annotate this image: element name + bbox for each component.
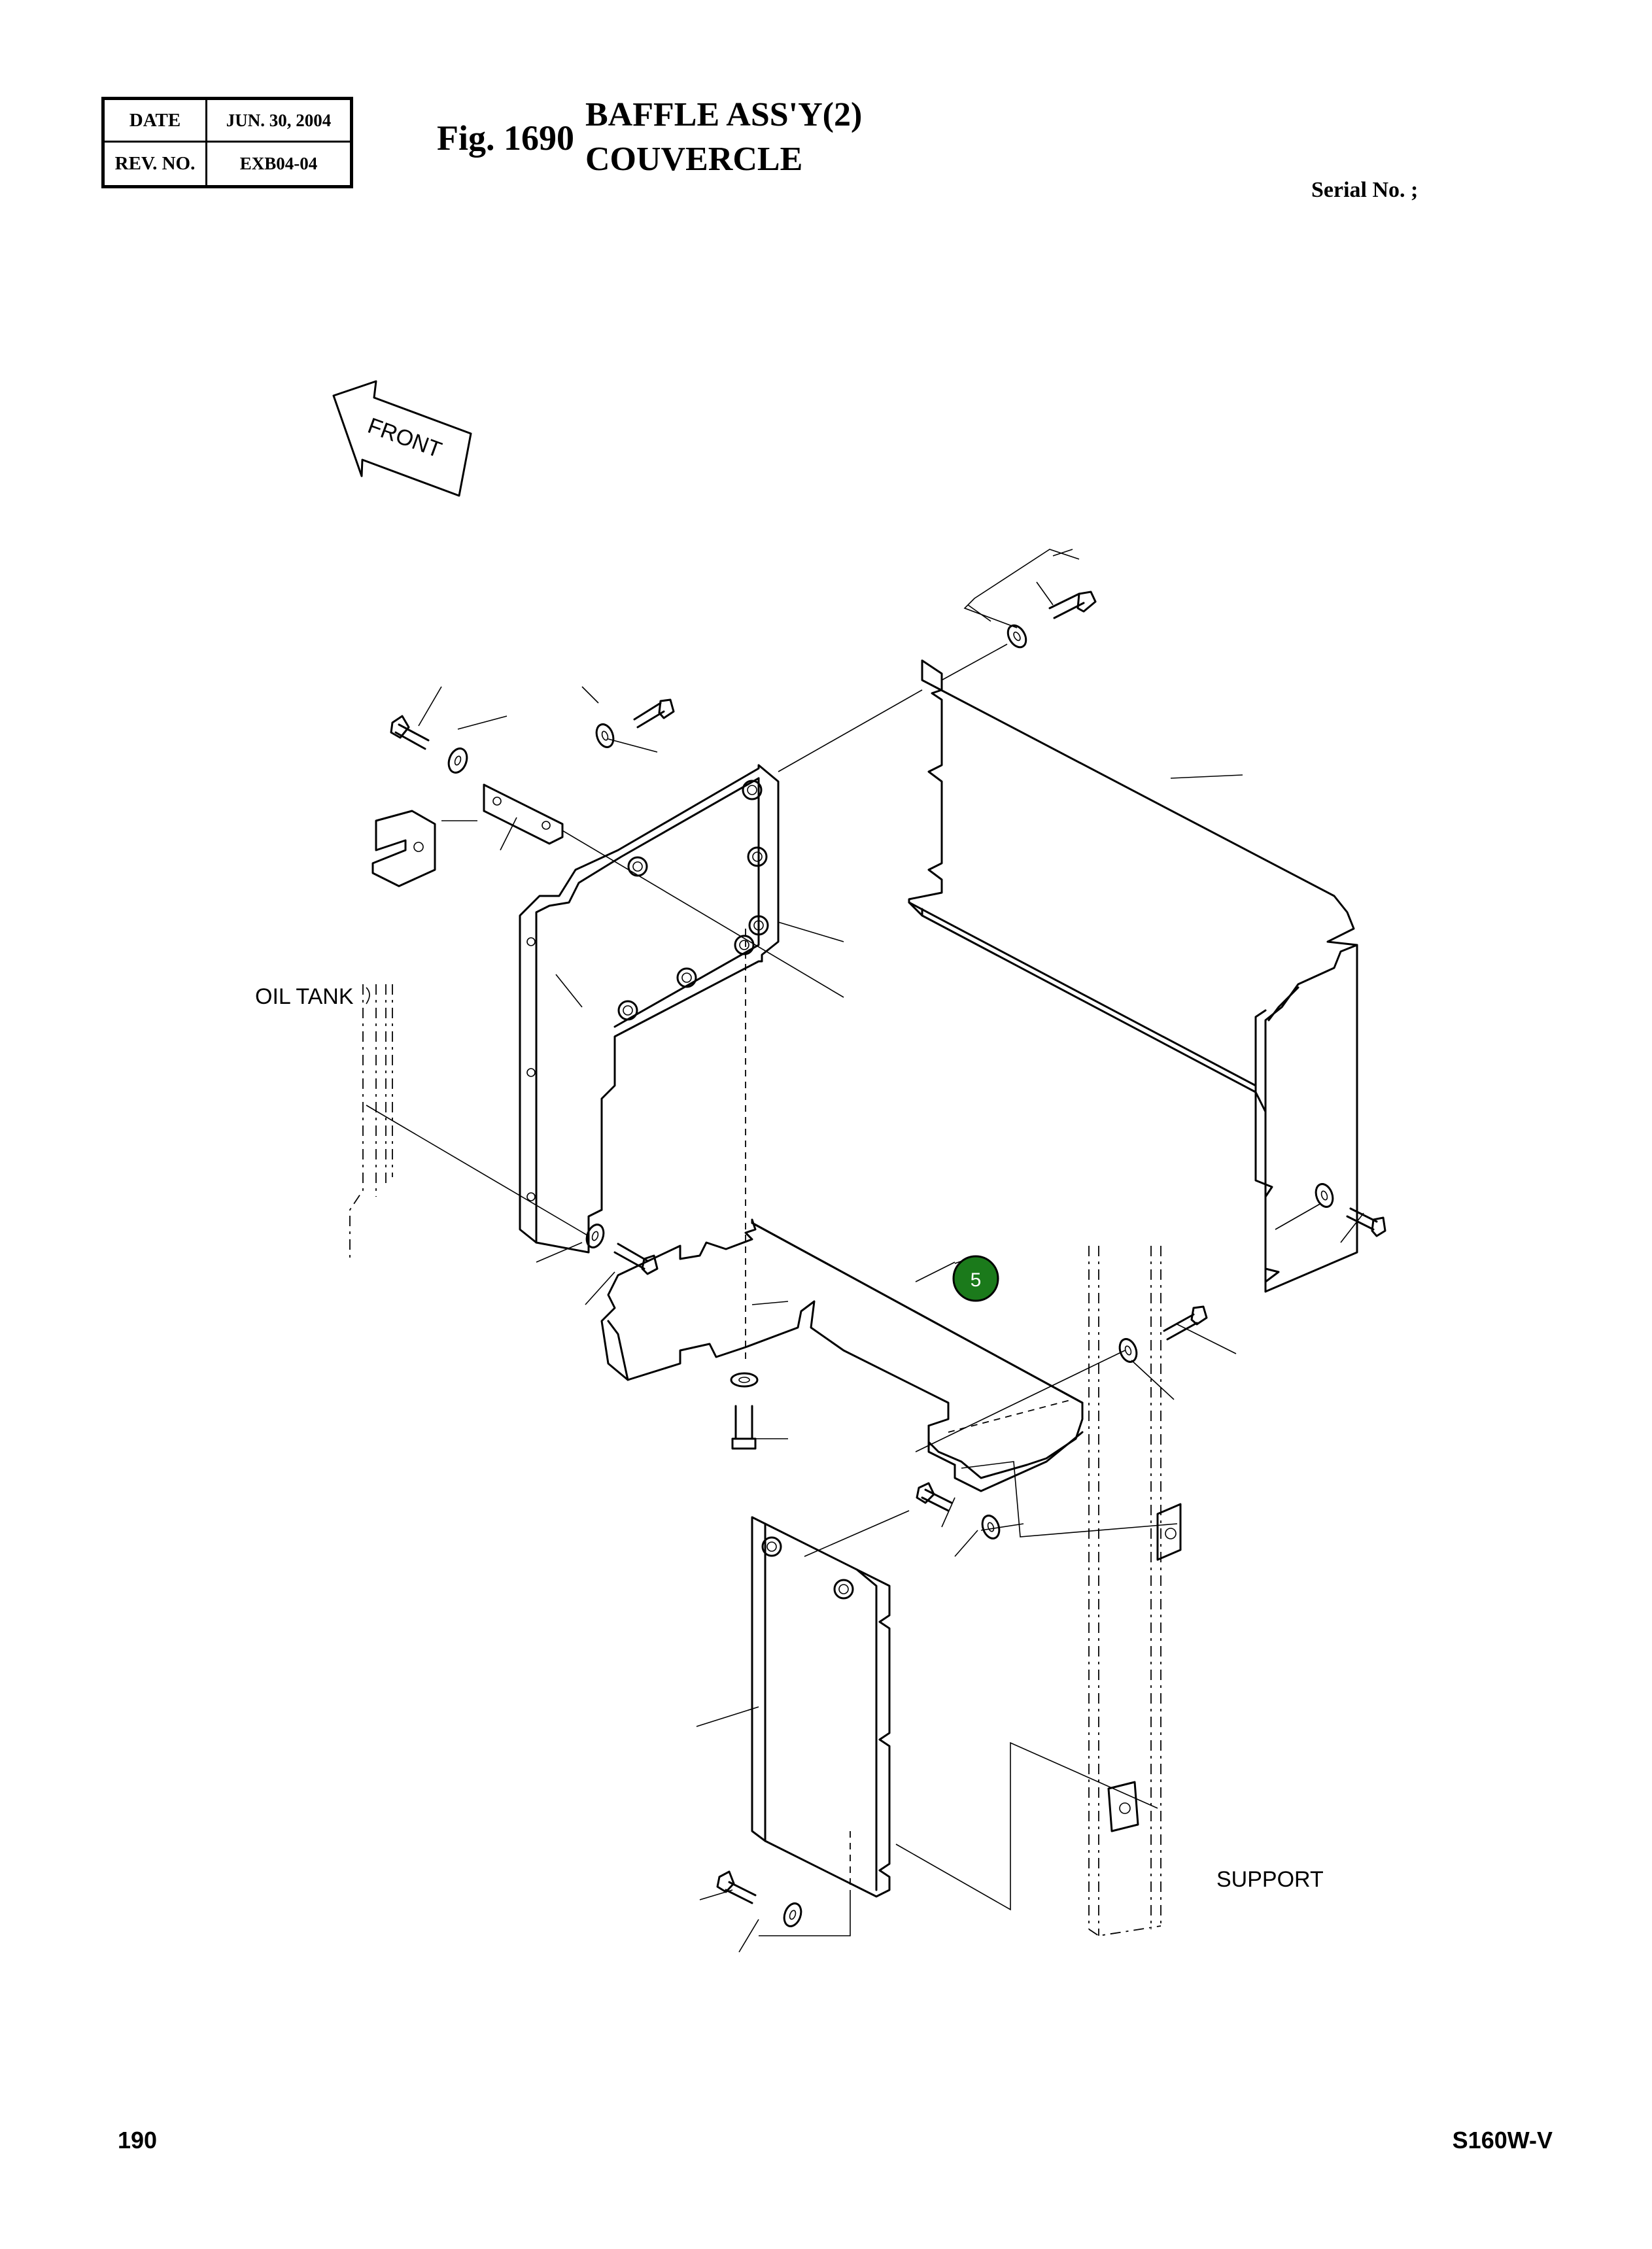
bolt-icon [1048,591,1097,619]
washer-icon [1007,624,1027,649]
bolt-icon [613,1243,659,1275]
washer-icon [1118,1338,1138,1363]
lower-baffle-panel [751,1516,891,1898]
bolt-icon [731,1405,757,1450]
washer-icon [447,747,468,774]
rev-label: REV. NO. [105,143,207,185]
washer-icon [1315,1183,1334,1208]
page-title: BAFFLE ASS'Y(2) [585,96,863,133]
bolt-icon [1163,1305,1208,1341]
page-subtitle: COUVERCLE [585,141,803,178]
washer-icon [730,1372,759,1388]
washer-icon [981,1515,1001,1539]
left-baffle-panel [519,764,780,1254]
front-arrow: FRONT [332,380,472,497]
support-label: SUPPORT [1216,1867,1324,1892]
bolt-icon [1346,1207,1386,1237]
rev-value: EXB04-04 [239,154,318,173]
date-value: JUN. 30, 2004 [207,100,350,143]
callout-number: 5 [971,1269,982,1291]
front-label: FRONT [364,413,445,463]
bolt-icon [916,1482,953,1512]
washer-icon [595,723,615,748]
model-name: S160W-V [1452,2127,1553,2154]
washer-icon [783,1902,802,1927]
bolt-icon [390,715,430,750]
oil-tank-label: OIL TANK [255,984,354,1009]
floor-baffle-plate [600,929,1084,1492]
bolt-icon [716,1870,757,1904]
leader-lines [366,549,1364,1953]
fasteners [390,591,1386,1927]
date-label: DATE [105,100,207,143]
figure-number: Fig. 1690 [437,118,574,158]
bolt-icon [633,698,675,729]
small-bracket [371,783,564,887]
serial-number-label: Serial No. ; [1311,178,1419,202]
washer-icon [585,1224,605,1248]
oil-tank-reference: OIL TANK [255,984,393,1259]
part-callout-5[interactable]: 5 [952,1255,999,1302]
page-number: 190 [118,2127,158,2154]
rear-baffle-panel [908,659,1358,1293]
revision-table: DATE JUN. 30, 2004 REV. NO. EXB04-04 [101,97,353,188]
support-reference: SUPPORT [1088,1246,1324,1936]
